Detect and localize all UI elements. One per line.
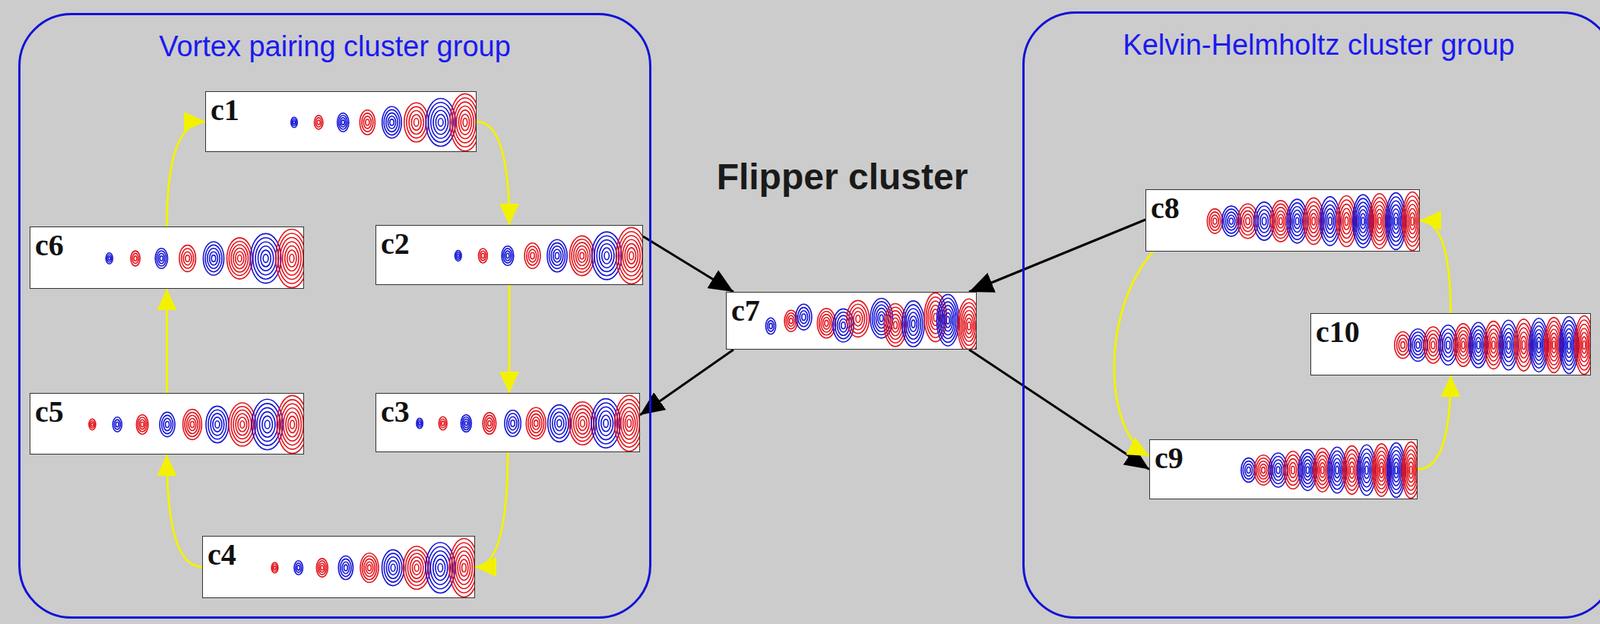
cluster-label: c10 — [1311, 313, 1363, 348]
vorticity-contours — [205, 91, 477, 153]
vorticity-contours — [376, 393, 640, 453]
cluster-group: Vortex pairing cluster group c1 c2 c3 c4 c5 c6 — [18, 12, 652, 619]
cluster-box: c7 — [725, 291, 977, 350]
cluster-box: c2 — [375, 224, 644, 286]
transition-arrow — [165, 288, 168, 393]
vorticity-contours — [30, 393, 305, 455]
transition-arrow — [476, 121, 510, 225]
cluster-label: c6 — [30, 227, 67, 261]
cluster-box: c8 — [1145, 189, 1420, 252]
transition-arrow — [1417, 375, 1452, 470]
vorticity-contours — [202, 536, 476, 599]
cluster-label: c3 — [376, 393, 413, 428]
group-title: Kelvin-Helmholtz cluster group — [1024, 28, 1600, 62]
cluster-box: c9 — [1149, 439, 1418, 500]
vorticity-contours — [376, 225, 644, 286]
transition-arrow — [508, 285, 511, 393]
switch-arrow — [969, 349, 1150, 470]
transition-arrow — [167, 121, 206, 227]
transition-arrow — [1419, 220, 1452, 314]
switch-arrow — [969, 219, 1146, 292]
vorticity-contours — [726, 292, 977, 350]
transition-arrow — [167, 454, 203, 568]
cluster-box: c6 — [29, 226, 305, 289]
group-title: Vortex pairing cluster group — [20, 30, 650, 64]
switch-arrow — [640, 349, 734, 416]
cluster-label: c2 — [376, 225, 413, 260]
cluster-box: c4 — [202, 535, 476, 599]
cluster-box: c5 — [29, 392, 305, 455]
transition-arrow — [1114, 251, 1154, 457]
cluster-group: Kelvin-Helmholtz cluster group c8 c9 c10 — [1022, 11, 1600, 619]
cluster-label: c5 — [30, 393, 67, 428]
cluster-box: c3 — [375, 392, 640, 453]
cluster-label: c4 — [202, 536, 240, 571]
cluster-label: c7 — [726, 292, 764, 327]
vorticity-contours — [1150, 440, 1418, 500]
vorticity-contours — [30, 227, 305, 289]
cluster-box: c1 — [205, 91, 477, 153]
cluster-label: c9 — [1150, 440, 1187, 474]
transition-arrow — [475, 452, 508, 568]
cluster-heading: Flipper cluster — [716, 155, 969, 198]
vorticity-contours — [1146, 190, 1420, 252]
switch-arrow — [643, 236, 734, 292]
cluster-label: c8 — [1146, 190, 1183, 224]
cluster-box: c10 — [1310, 313, 1591, 376]
cluster-label: c1 — [205, 91, 243, 126]
